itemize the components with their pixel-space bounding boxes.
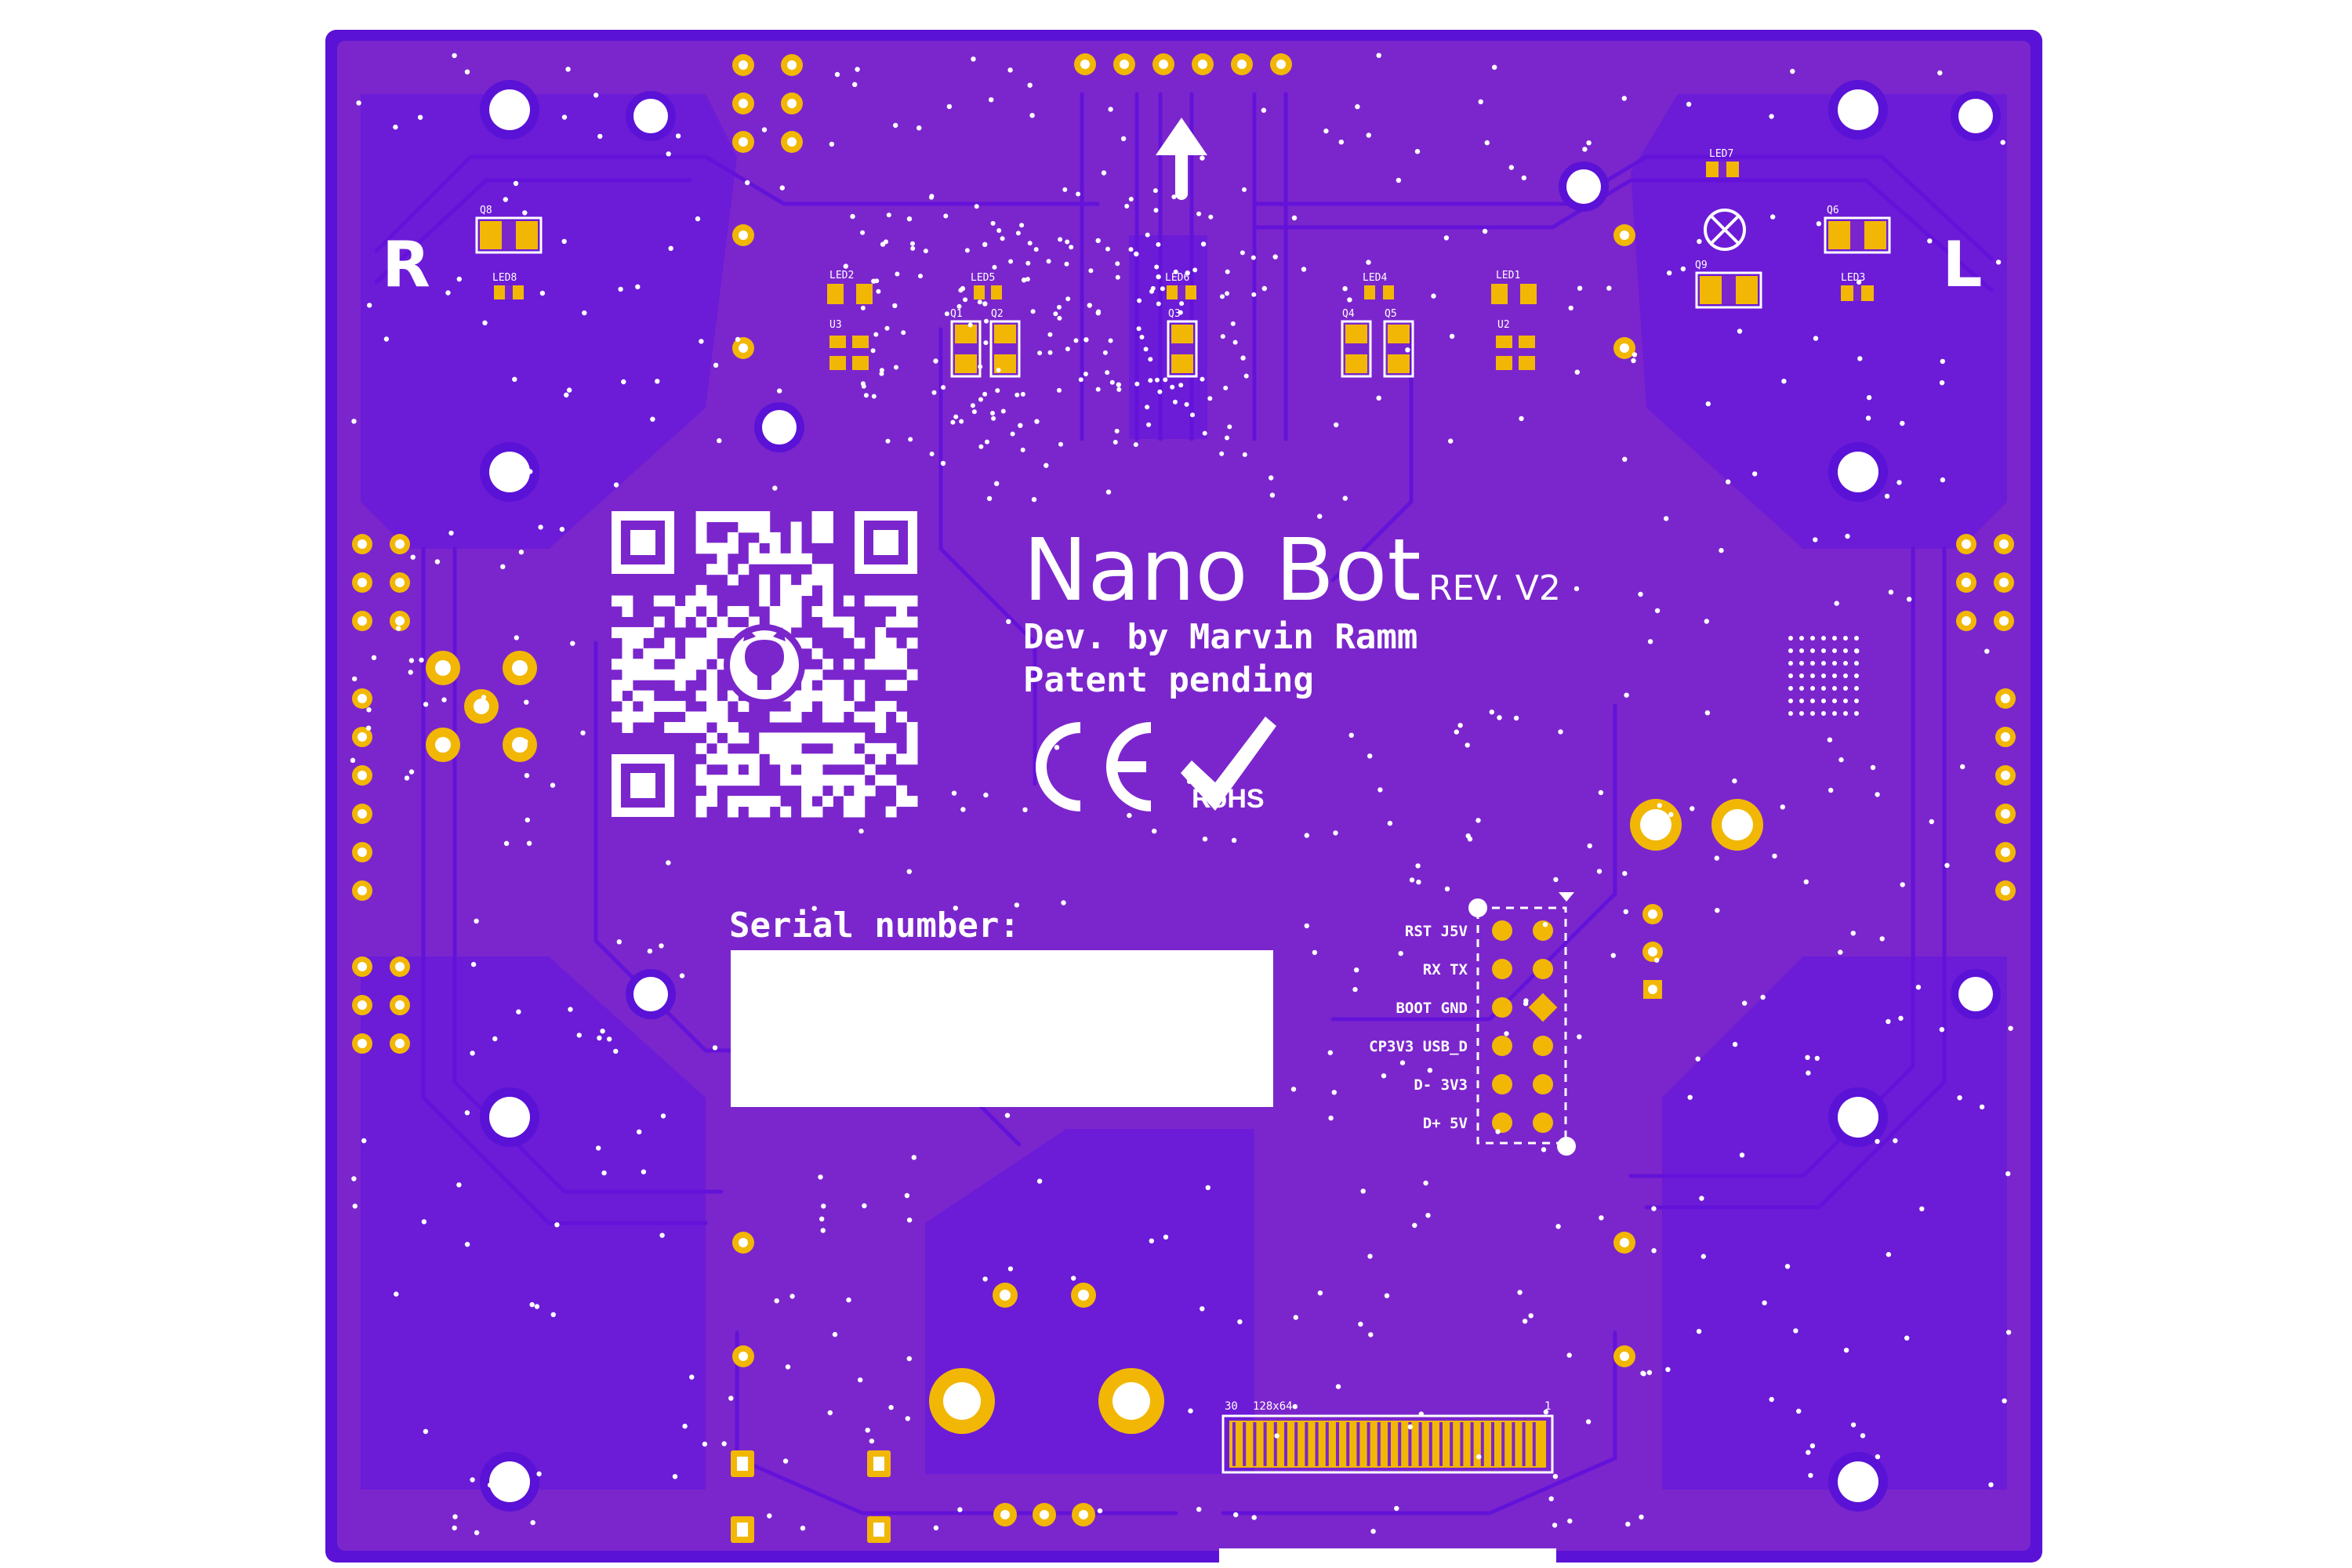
serial-number-label: Serial number: bbox=[729, 906, 1020, 946]
battery-terminals bbox=[929, 1368, 1164, 1434]
side-label-right: R bbox=[382, 228, 430, 301]
programming-header bbox=[1468, 892, 1576, 1156]
ref-q1: Q1 bbox=[950, 308, 963, 320]
ref-q6: Q6 bbox=[1827, 205, 1839, 216]
ref-q8: Q8 bbox=[480, 205, 492, 216]
ref-q3: Q3 bbox=[1168, 308, 1181, 320]
ref-led4: LED4 bbox=[1363, 272, 1387, 284]
qr-code bbox=[612, 511, 918, 818]
rohs-mark-text: RoHS bbox=[1192, 784, 1265, 814]
ref-led5: LED5 bbox=[971, 272, 995, 284]
prog-label-6: D+ 5V bbox=[1423, 1115, 1468, 1132]
ref-u2: U2 bbox=[1497, 319, 1510, 331]
fpc-resolution-label: 128x64 bbox=[1253, 1400, 1293, 1413]
pad-holes-top bbox=[739, 60, 1286, 147]
ref-led7: LED7 bbox=[1709, 148, 1733, 160]
ce-mark-icon bbox=[1036, 722, 1152, 811]
scattered-vias bbox=[350, 53, 2013, 1536]
bottom-edge-cutout bbox=[1219, 1548, 1556, 1568]
board-patent-note: Patent pending bbox=[1023, 660, 1314, 700]
right-pin-drills bbox=[1640, 539, 2010, 895]
board-author: Dev. by Marvin Ramm bbox=[1023, 617, 1417, 657]
programming-header-labels: RST J5V RX TX BOOT GND CP3V3 USB_D D- 3V… bbox=[1369, 923, 1468, 1132]
ref-led8: LED8 bbox=[492, 272, 517, 284]
board-title: Nano Bot bbox=[1023, 520, 1421, 620]
ref-led2: LED2 bbox=[829, 270, 854, 281]
fpc-pin-1-label: 1 bbox=[1544, 1400, 1551, 1413]
left-pin-drills bbox=[358, 539, 528, 1048]
copper-traces bbox=[374, 92, 1994, 1515]
ref-u3: U3 bbox=[829, 319, 842, 331]
ce-mark-text: CE bbox=[0, 0, 2, 1]
ref-q2: Q2 bbox=[991, 308, 1004, 320]
prog-label-3: BOOT GND bbox=[1396, 1000, 1468, 1017]
smd-components bbox=[475, 162, 1891, 378]
ref-q9: Q9 bbox=[1695, 260, 1708, 271]
ref-led6: LED6 bbox=[1165, 272, 1189, 284]
prog-label-4: CP3V3 USB_D bbox=[1369, 1038, 1468, 1055]
display-fpc-connector bbox=[1221, 1414, 1554, 1474]
rohs-checkmark-icon bbox=[1181, 717, 1276, 811]
prog-label-2: RX TX bbox=[1423, 961, 1468, 978]
ref-led1: LED1 bbox=[1496, 270, 1520, 281]
ref-led3: LED3 bbox=[1841, 272, 1865, 284]
test-point-grid bbox=[1788, 636, 1859, 716]
ref-q4: Q4 bbox=[1342, 308, 1355, 320]
ref-q5: Q5 bbox=[1385, 308, 1397, 320]
switch-pad-holes bbox=[737, 1457, 1088, 1537]
serial-number-field bbox=[731, 950, 1273, 1107]
board-revision: REV. V2 bbox=[1428, 568, 1561, 608]
lamp-symbol-icon bbox=[1704, 209, 1746, 251]
prog-label-5: D- 3V3 bbox=[1414, 1076, 1468, 1094]
through-hole-drills bbox=[739, 230, 1657, 1361]
forward-arrow-icon bbox=[1156, 118, 1207, 200]
prog-label-1: RST J5V bbox=[1405, 923, 1468, 940]
side-label-left: L bbox=[1943, 228, 1983, 301]
mounting-holes bbox=[480, 80, 2001, 1512]
fpc-pin-30-label: 30 bbox=[1225, 1400, 1238, 1413]
